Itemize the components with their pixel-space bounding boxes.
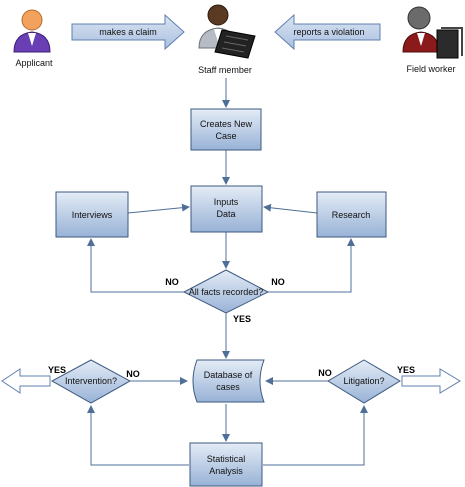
applicant-icon bbox=[13, 9, 51, 53]
statistical-analysis-box: Statistical Analysis bbox=[189, 442, 263, 487]
intervention-decision: Intervention? bbox=[50, 359, 132, 404]
applicant-actor: Applicant bbox=[13, 9, 53, 68]
interviews-label: Interviews bbox=[72, 210, 113, 220]
connector-research-to-inputs bbox=[263, 203, 318, 214]
staff-member-actor: Staff member bbox=[198, 4, 256, 75]
makes-claim-arrow: makes a claim bbox=[71, 13, 185, 51]
inputs-data-box: Inputs Data bbox=[190, 185, 263, 233]
statistical-analysis-line1: Statistical bbox=[207, 454, 246, 464]
connector-no-to-research bbox=[268, 238, 355, 293]
database-line1: Database of bbox=[204, 370, 253, 380]
connector-stats-to-intervention bbox=[87, 405, 189, 466]
database-line2: cases bbox=[216, 382, 240, 392]
no-label-intervention: NO bbox=[126, 369, 140, 379]
reports-violation-arrow: reports a violation bbox=[274, 13, 381, 51]
staff-member-label: Staff member bbox=[198, 65, 252, 75]
research-label: Research bbox=[332, 210, 371, 220]
yes-label-litigation: YES bbox=[397, 365, 415, 375]
no-label-right: NO bbox=[271, 277, 285, 287]
creates-new-case-line2: Case bbox=[215, 131, 236, 141]
yes-label-intervention: YES bbox=[48, 365, 66, 375]
no-label-litigation: NO bbox=[318, 368, 332, 378]
connector-interviews-to-inputs bbox=[127, 203, 190, 214]
staff-member-icon bbox=[198, 4, 256, 59]
inputs-data-line1: Inputs bbox=[214, 197, 239, 207]
makes-claim-label: makes a claim bbox=[99, 27, 157, 37]
no-label-left: NO bbox=[165, 277, 179, 287]
field-worker-label: Field worker bbox=[406, 64, 455, 74]
litigation-decision: Litigation? bbox=[327, 359, 401, 404]
statistical-analysis-line2: Analysis bbox=[209, 466, 243, 476]
all-facts-label: All facts recorded? bbox=[189, 287, 264, 297]
yes-label-down: YES bbox=[233, 314, 251, 324]
intervention-label: Intervention? bbox=[65, 376, 117, 386]
creates-new-case-line1: Creates New bbox=[200, 119, 253, 129]
database-of-cases-box: Database of cases bbox=[192, 359, 265, 403]
research-box: Research bbox=[316, 191, 387, 238]
connectors bbox=[87, 78, 368, 466]
all-facts-recorded-decision: All facts recorded? bbox=[182, 269, 270, 314]
litigation-label: Litigation? bbox=[343, 376, 384, 386]
connector-no-to-interviews bbox=[87, 238, 184, 293]
intervention-yes-arrow bbox=[1, 368, 51, 394]
field-worker-icon bbox=[402, 6, 463, 59]
creates-new-case-box: Creates New Case bbox=[190, 108, 262, 151]
connector-stats-to-litigation bbox=[263, 405, 368, 466]
applicant-label: Applicant bbox=[15, 58, 53, 68]
reports-violation-label: reports a violation bbox=[293, 27, 364, 37]
inputs-data-line2: Data bbox=[216, 209, 235, 219]
field-worker-actor: Field worker bbox=[402, 6, 463, 74]
litigation-yes-arrow bbox=[401, 368, 461, 394]
interviews-box: Interviews bbox=[55, 191, 129, 238]
